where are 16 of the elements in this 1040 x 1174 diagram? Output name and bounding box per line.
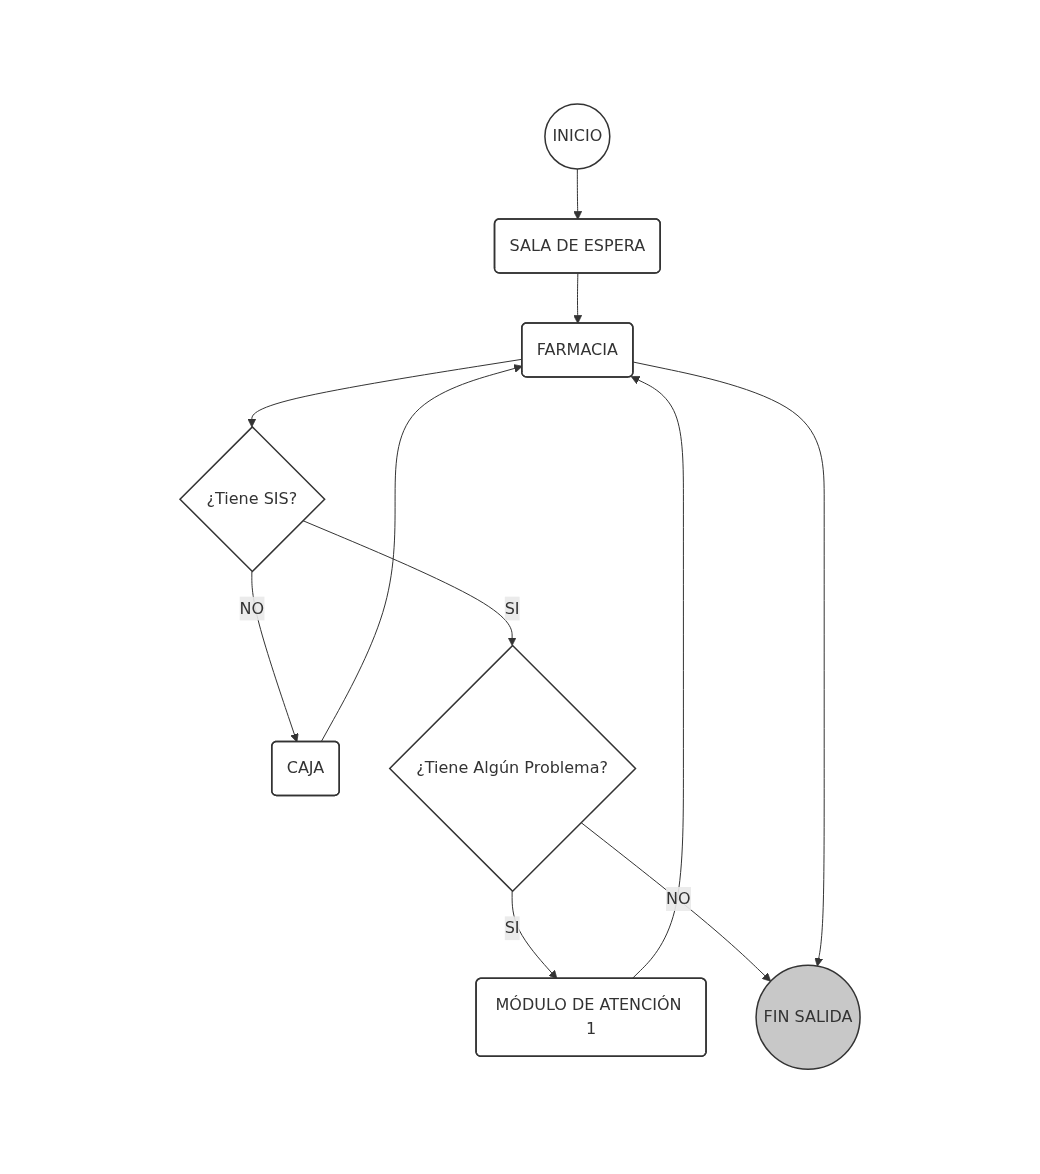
arrow: [573, 273, 583, 325]
arrow: [632, 361, 825, 967]
arrow: [580, 822, 771, 982]
node-circle: INICIO: [544, 103, 611, 170]
arrow: [573, 168, 583, 221]
arrow: [302, 520, 517, 647]
edge-label: NO: [666, 889, 691, 909]
node-diamond: ¿Tiene SIS?: [178, 426, 326, 573]
node-circle: FIN SALIDA: [755, 964, 861, 1071]
edge-label: SI: [504, 918, 520, 938]
arrow: [511, 891, 558, 980]
arrow: [630, 376, 684, 980]
arrow: [320, 364, 523, 743]
edge-label: SI: [504, 598, 520, 618]
node-diamond: ¿Tiene Algún Problema?: [388, 644, 637, 893]
edge-label: NO: [239, 598, 265, 618]
